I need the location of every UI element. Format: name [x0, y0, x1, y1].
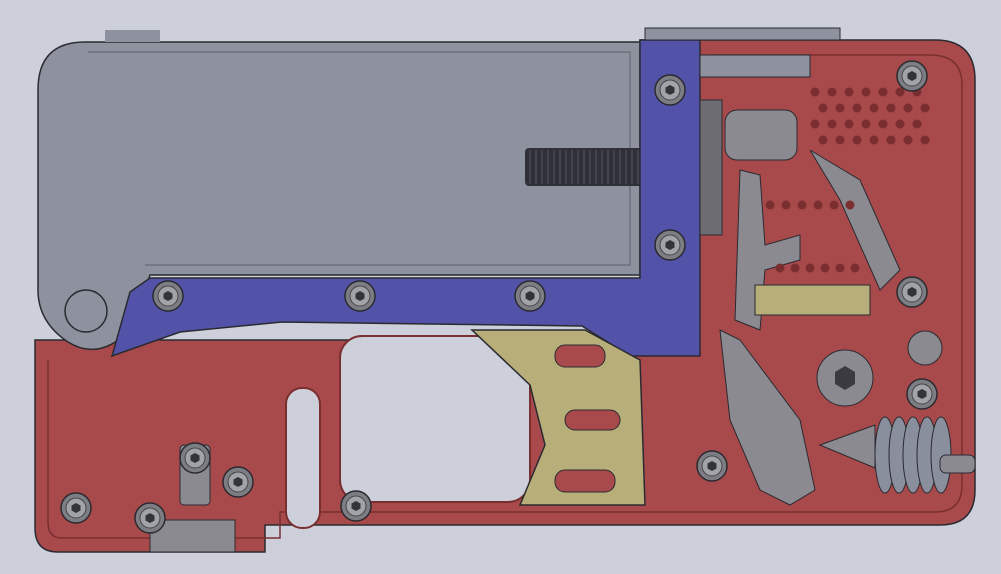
striker-tip [939, 454, 976, 474]
lower-steel-plate [754, 284, 871, 316]
lightening-hole [912, 119, 922, 129]
recoil-knob [907, 330, 943, 366]
lightening-hole [775, 263, 785, 273]
lightening-hole [886, 103, 896, 113]
lightening-hole [805, 263, 815, 273]
lightening-hole [829, 200, 839, 210]
hex-socket-icon [907, 71, 917, 81]
hex-socket-icon [665, 240, 675, 250]
lightening-hole [818, 135, 828, 145]
top-serrated-plate [644, 27, 841, 41]
lightening-hole [878, 87, 888, 97]
lightening-hole [852, 135, 862, 145]
lightening-hole [820, 263, 830, 273]
lightening-hole [835, 263, 845, 273]
lightening-hole [852, 103, 862, 113]
hex-socket-icon [707, 461, 717, 471]
trigger-plate [470, 329, 646, 506]
lightening-hole [781, 200, 791, 210]
lightening-hole [869, 103, 879, 113]
trigger-guard-opening [339, 335, 531, 503]
hex-socket-icon [71, 503, 81, 513]
lightening-hole [765, 200, 775, 210]
hex-socket-icon [351, 501, 361, 511]
lightening-hole [835, 103, 845, 113]
lightening-hole [861, 119, 871, 129]
frame-inner-outline [47, 54, 963, 539]
hex-socket-icon [665, 85, 675, 95]
hex-socket-icon [233, 477, 243, 487]
lightening-hole [790, 263, 800, 273]
lightening-hole [903, 135, 913, 145]
lightening-hole [827, 119, 837, 129]
trigger-slot [554, 344, 606, 368]
lightening-hole [844, 87, 854, 97]
lightening-hole [895, 87, 905, 97]
lightening-hole [878, 119, 888, 129]
hex-socket-icon [917, 389, 927, 399]
trigger-slot [554, 469, 616, 493]
lightening-hole [835, 135, 845, 145]
lightening-hole [886, 135, 896, 145]
lightening-hole [845, 200, 855, 210]
lightening-hole [920, 135, 930, 145]
hex-socket-icon [190, 453, 200, 463]
hex-socket [835, 366, 855, 390]
trigger-bar-link [719, 329, 816, 506]
lightening-hole [844, 119, 854, 129]
hex-socket-icon [145, 513, 155, 523]
lightening-hole [827, 87, 837, 97]
cam-cylinder [724, 109, 798, 161]
sear-lever [734, 169, 801, 331]
trigger-slot [564, 409, 621, 431]
lightening-hole [813, 200, 823, 210]
serrated-base [149, 519, 236, 553]
lightening-hole [869, 135, 879, 145]
lightening-hole [861, 87, 871, 97]
drive-gear [699, 99, 723, 236]
slide-top-tab [105, 30, 160, 42]
barrel-block [110, 39, 701, 358]
lightening-hole [850, 263, 860, 273]
pivot-pin [64, 289, 108, 333]
hex-socket-icon [355, 291, 365, 301]
lightening-hole [903, 103, 913, 113]
hex-socket-icon [163, 291, 173, 301]
lightening-hole [797, 200, 807, 210]
hammer-spring-arm [809, 149, 901, 291]
frame-grip-slot [285, 387, 321, 529]
lightening-hole [895, 119, 905, 129]
lightening-hole [920, 103, 930, 113]
top-bar [699, 54, 811, 78]
lightening-hole [810, 119, 820, 129]
hex-socket-icon [907, 287, 917, 297]
lightening-hole [818, 103, 828, 113]
hex-socket-icon [525, 291, 535, 301]
lightening-hole [810, 87, 820, 97]
